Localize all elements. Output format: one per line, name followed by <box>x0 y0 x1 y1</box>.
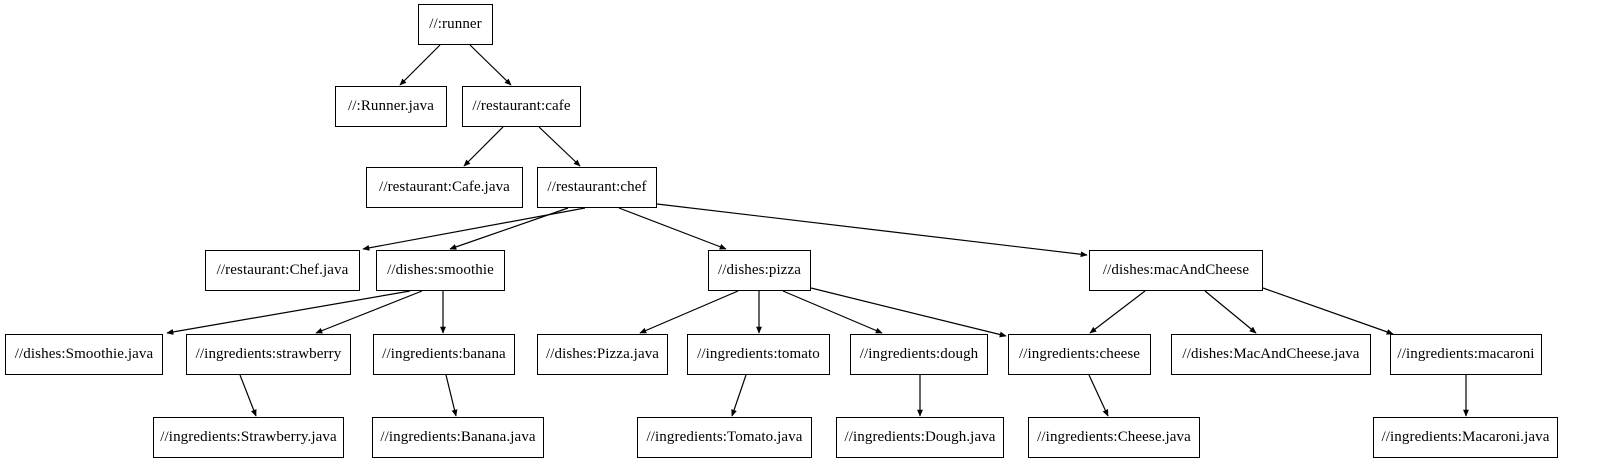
graph-node-cafe-java[interactable]: //restaurant:Cafe.java <box>366 167 523 208</box>
graph-node-label: //ingredients:Strawberry.java <box>160 429 337 445</box>
graph-node-ing-tomato[interactable]: //ingredients:tomato <box>687 334 830 375</box>
graph-node-dishes-smoothie[interactable]: //dishes:smoothie <box>376 250 505 291</box>
graph-node-runner-java[interactable]: //:Runner.java <box>335 86 447 127</box>
graph-node-ing-macaroni[interactable]: //ingredients:macaroni <box>1390 334 1542 375</box>
graph-node-label: //ingredients:Banana.java <box>380 429 536 445</box>
graph-node-dough-java[interactable]: //ingredients:Dough.java <box>836 417 1004 458</box>
graph-node-label: //dishes:Smoothie.java <box>14 346 154 362</box>
graph-node-ing-banana[interactable]: //ingredients:banana <box>373 334 515 375</box>
graph-node-label: //restaurant:cafe <box>472 98 571 114</box>
graph-node-label: //ingredients:cheese <box>1018 346 1141 362</box>
graph-node-ing-strawberry[interactable]: //ingredients:strawberry <box>186 334 351 375</box>
graph-node-pizza-java[interactable]: //dishes:Pizza.java <box>537 334 668 375</box>
graph-node-smoothie-java[interactable]: //dishes:Smoothie.java <box>5 334 163 375</box>
graph-node-label: //dishes:smoothie <box>387 262 494 278</box>
graph-node-label: //dishes:macAndCheese <box>1102 262 1250 278</box>
graph-node-macandcheese-java[interactable]: //dishes:MacAndCheese.java <box>1171 334 1371 375</box>
graph-node-banana-java[interactable]: //ingredients:Banana.java <box>372 417 544 458</box>
graph-node-label: //ingredients:banana <box>382 346 506 362</box>
graph-node-label: //dishes:MacAndCheese.java <box>1182 346 1360 362</box>
graph-node-label: //ingredients:Cheese.java <box>1037 429 1191 445</box>
graph-node-ing-cheese[interactable]: //ingredients:cheese <box>1008 334 1151 375</box>
graph-node-label: //ingredients:Dough.java <box>844 429 996 445</box>
graph-node-label: //ingredients:Tomato.java <box>646 429 803 445</box>
graph-node-cheese-java[interactable]: //ingredients:Cheese.java <box>1028 417 1200 458</box>
graph-node-restaurant-chef[interactable]: //restaurant:chef <box>537 167 657 208</box>
graph-node-label: //restaurant:Cafe.java <box>379 179 510 195</box>
graph-node-label: //ingredients:macaroni <box>1397 346 1535 362</box>
graph-node-label: //ingredients:dough <box>859 346 979 362</box>
graph-node-chef-java[interactable]: //restaurant:Chef.java <box>205 250 360 291</box>
graph-node-label: //ingredients:strawberry <box>195 346 342 362</box>
graph-node-label: //:Runner.java <box>348 98 434 114</box>
graph-node-label: //restaurant:Chef.java <box>216 262 349 278</box>
graph-node-macaroni-java[interactable]: //ingredients:Macaroni.java <box>1373 417 1558 458</box>
graph-node-dishes-pizza[interactable]: //dishes:pizza <box>708 250 811 291</box>
graph-node-restaurant-cafe[interactable]: //restaurant:cafe <box>462 86 581 127</box>
graph-node-label: //:runner <box>429 16 482 32</box>
graph-node-label: //dishes:Pizza.java <box>545 346 660 362</box>
graph-node-label: //restaurant:chef <box>547 179 647 195</box>
graph-node-dishes-macandcheese[interactable]: //dishes:macAndCheese <box>1089 250 1263 291</box>
graph-node-strawberry-java[interactable]: //ingredients:Strawberry.java <box>153 417 344 458</box>
graph-node-label: //ingredients:tomato <box>697 346 820 362</box>
graph-node-tomato-java[interactable]: //ingredients:Tomato.java <box>637 417 812 458</box>
graph-node-label: //dishes:pizza <box>717 262 802 278</box>
graph-node-runner[interactable]: //:runner <box>418 4 493 45</box>
graph-node-ing-dough[interactable]: //ingredients:dough <box>850 334 988 375</box>
graph-node-label: //ingredients:Macaroni.java <box>1381 429 1550 445</box>
